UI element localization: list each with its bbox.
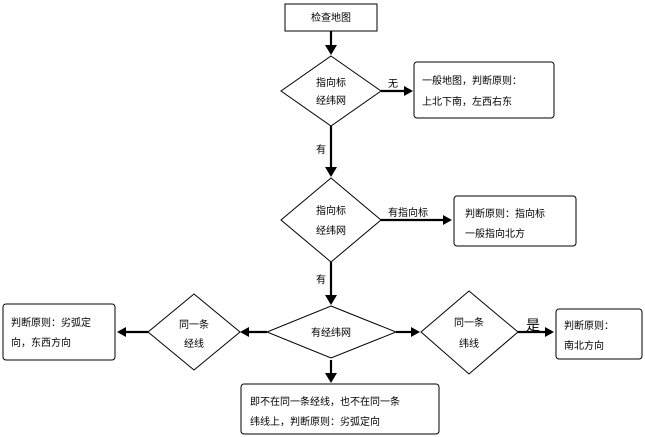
result-bottom: 即不在同一条经线，也不在同一条 纬线上，判断原则：劣弧定向 [240,383,440,435]
result-1-box [413,61,555,119]
result-right: 判断原则： 南北方向 [555,308,643,360]
decision-left-shape [147,293,241,371]
decision-3: 有经纬网 [265,305,398,359]
result-2-line2: 一般指向北方 [465,227,525,240]
result-left: 判断原则：劣弧定 向，东西方向 [2,303,116,361]
decision-3-shape [265,305,398,359]
connectors [117,31,554,383]
arrowhead [325,45,337,55]
result-2-line1: 判断原则：指向标 [465,207,545,220]
result-1: 一般地图，判断原则： 上北下南，左西右东 [413,61,555,119]
arrowhead [443,215,452,225]
result-left-line2: 向，东西方向 [11,336,71,349]
decision-2: 指向标 经纬网 [280,177,382,263]
decision-left-line2: 经线 [184,337,204,350]
arrowhead [545,327,554,337]
result-right-line1: 判断原则： [564,319,614,332]
arrowhead [240,327,249,337]
decision-left: 同一条 经线 [147,293,241,371]
edge-label-has-1: 有 [316,143,326,156]
result-2: 判断原则：指向标 一般指向北方 [453,195,577,247]
decision-right-line2: 纬线 [459,337,479,350]
arrowhead [325,373,337,383]
arrowhead [411,327,420,337]
arrowhead [404,86,413,96]
arrowhead [117,327,126,337]
result-right-line2: 南北方向 [564,339,604,352]
decision-right: 同一条 纬线 [420,290,519,375]
result-bottom-line2: 纬线上，判断原则：劣弧定向 [250,415,380,428]
result-bottom-box [240,383,440,435]
decision-2-line1: 指向标 [316,204,346,217]
edge-label-has-pointer: 有指向标 [388,206,428,219]
decision-right-shape [420,290,519,375]
decision-1-line2: 经纬网 [316,94,346,107]
result-left-box [2,303,116,361]
result-2-box [453,195,577,247]
edge-labels: 无 有 有指向标 有 是 [316,79,540,334]
decision-left-line1: 同一条 [179,318,209,331]
edge-label-yes: 是 [526,318,540,334]
decision-right-line1: 同一条 [454,316,484,329]
decision-1: 指向标 经纬网 [280,55,382,127]
arrowhead [325,295,337,305]
decision-1-shape [280,55,382,127]
decision-1-line1: 指向标 [316,76,346,89]
decision-2-shape [280,177,382,263]
result-bottom-line1: 即不在同一条经线，也不在同一条 [250,395,400,408]
result-1-line1: 一般地图，判断原则： [422,74,522,87]
arrowhead [325,167,337,177]
start-node: 检查地图 [284,3,378,32]
result-right-box [555,308,643,360]
edge-label-none: 无 [388,79,398,90]
decision-2-line2: 经纬网 [316,224,346,237]
edge-label-has-2: 有 [316,273,326,286]
start-label: 检查地图 [311,11,351,24]
result-left-line1: 判断原则：劣弧定 [11,316,91,329]
result-1-line2: 上北下南，左西右东 [422,95,512,108]
decision-3-label: 有经纬网 [311,326,351,339]
start-box [284,3,378,32]
